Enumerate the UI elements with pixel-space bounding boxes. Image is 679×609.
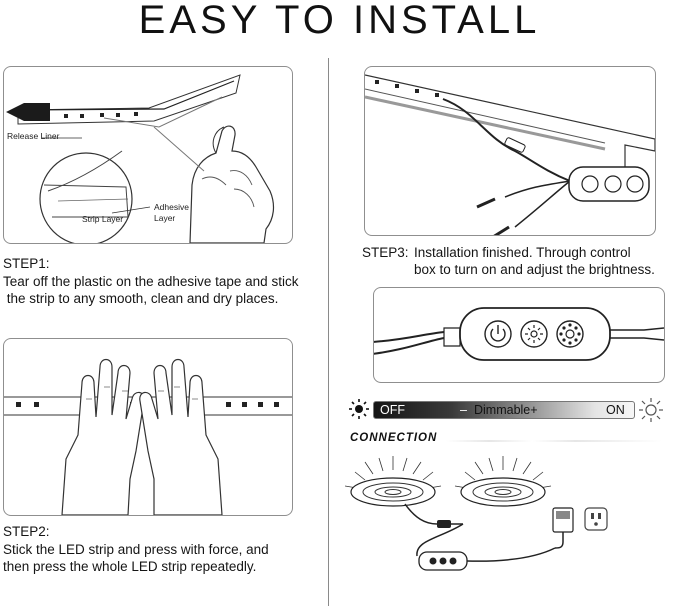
connection-heading: CONNECTION [350, 432, 438, 444]
installed-controller-illustration [365, 74, 655, 235]
strip-layer-label: Strip Layer [82, 214, 124, 224]
dimmer-dimmable-label: Dimmable+ [474, 403, 538, 417]
step3-illustration-panel [364, 66, 656, 236]
release-liner-label: Release Liner [7, 131, 60, 141]
connection-rule [446, 440, 662, 442]
adhesive-label-line1: Adhesive [154, 202, 189, 212]
press-strip-illustration [4, 358, 292, 515]
controller-closeup-illustration [374, 307, 664, 361]
dimmable-gradient-bar: OFF – Dimmable+ ON [373, 401, 635, 419]
controller-closeup-panel [373, 287, 665, 383]
dimmer-minus-label: – [460, 403, 467, 417]
wall-outlet-icon [584, 507, 608, 531]
page-title: EASY TO INSTALL [138, 0, 541, 42]
step2-line2: then press the whole LED strip repeatedl… [3, 559, 257, 574]
step1-illustration-panel: Release Liner Strip Layer Adhesive Layer [3, 66, 293, 244]
step3-line1: Installation finished. Through control [414, 245, 631, 260]
adhesive-label-line2: Layer [154, 213, 176, 223]
step1-line2: the strip to any smooth, clean and dry p… [3, 291, 279, 306]
center-divider [328, 58, 329, 606]
step2-illustration-panel [3, 338, 293, 516]
step3-line2: box to turn on and adjust the brightness… [414, 262, 655, 277]
dimmer-off-label: OFF [380, 403, 405, 417]
sun-dark-icon [349, 399, 369, 419]
step1-line1: Tear off the plastic on the adhesive tap… [3, 274, 299, 289]
sun-light-icon [639, 398, 663, 422]
step3-heading: STEP3: [362, 245, 409, 260]
connection-diagram [345, 456, 608, 571]
step2-heading: STEP2: [3, 524, 50, 539]
peel-liner-illustration [6, 74, 275, 243]
dimmer-on-label: ON [606, 403, 625, 417]
step1-heading: STEP1: [3, 256, 50, 271]
step2-line1: Stick the LED strip and press with force… [3, 542, 269, 557]
